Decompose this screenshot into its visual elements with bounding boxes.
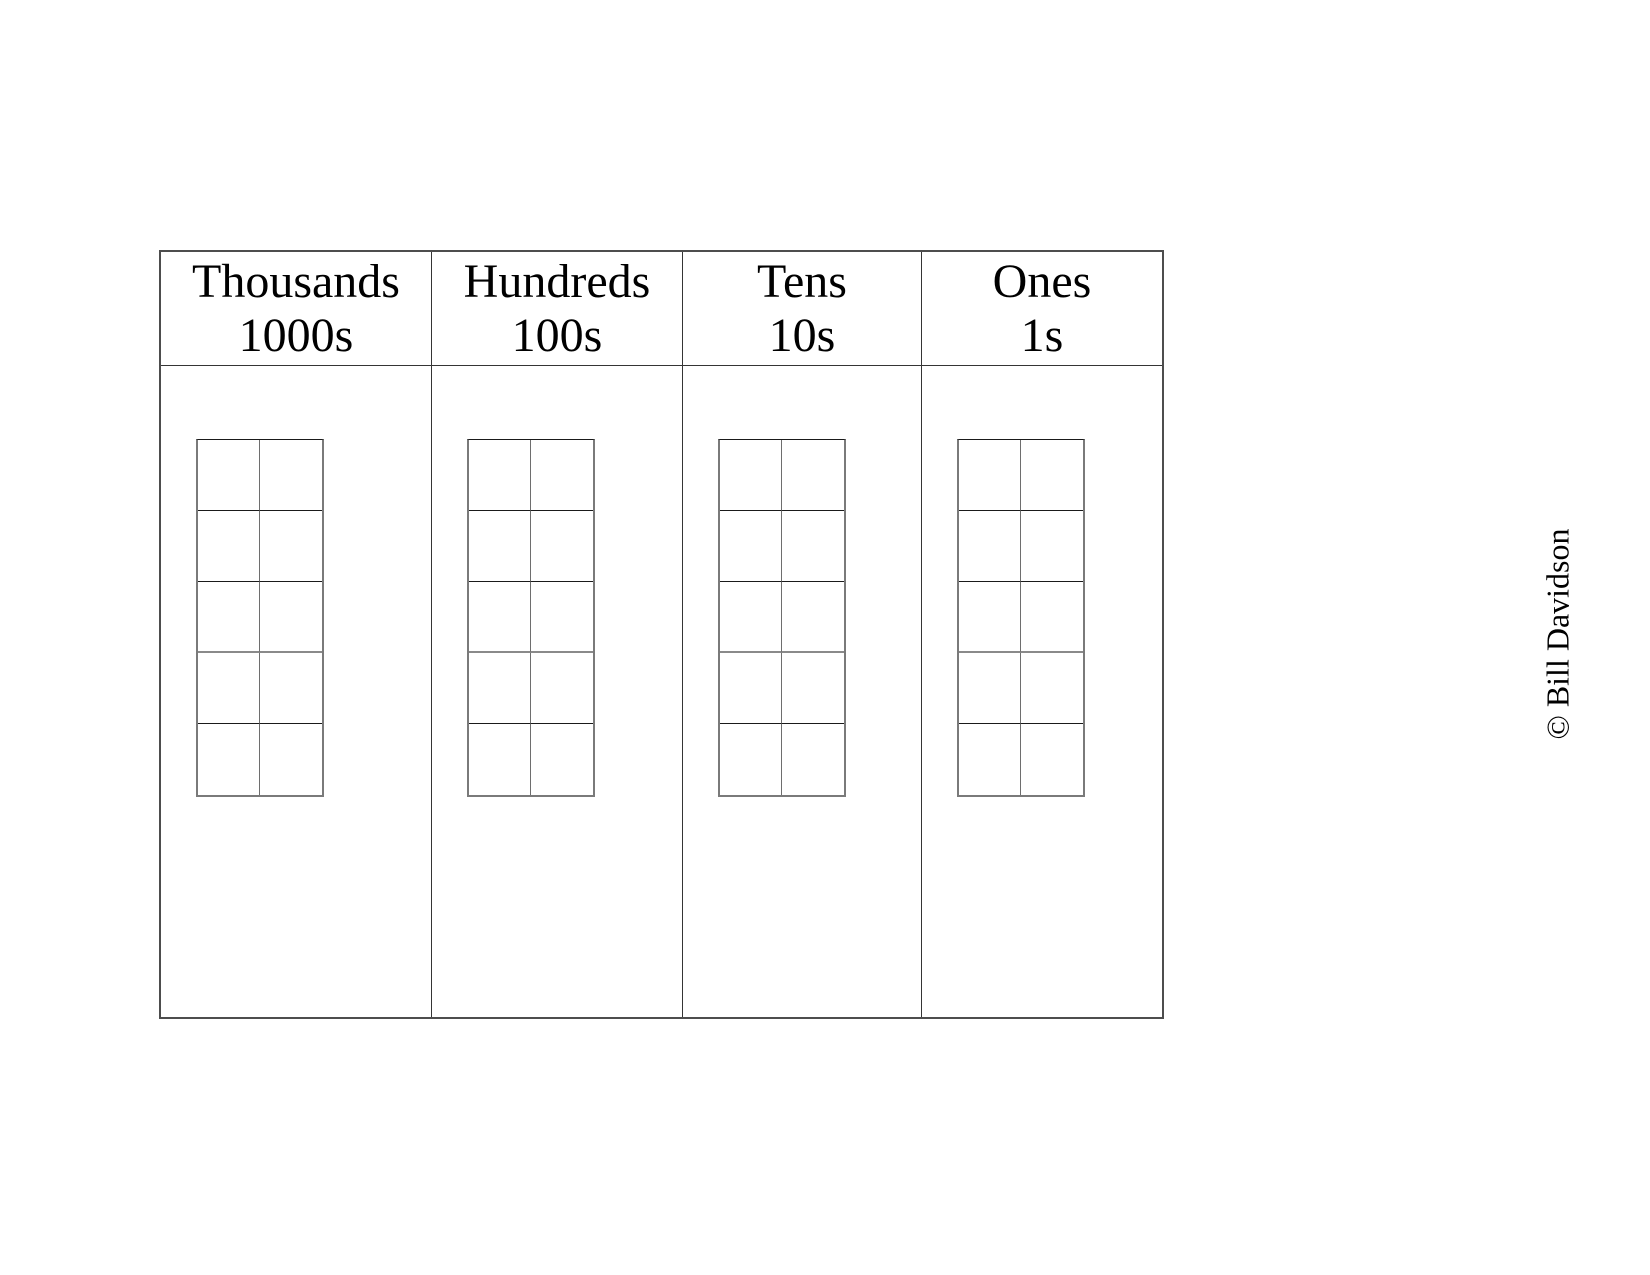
ten-frame-cell xyxy=(1021,653,1083,724)
ten-frame-cell xyxy=(720,653,782,724)
column-header-hundreds: Hundreds 100s xyxy=(432,252,682,366)
ten-frame-cell xyxy=(720,440,782,511)
column-body-thousands xyxy=(161,366,431,1017)
ten-frame-cell xyxy=(260,582,322,653)
ten-frame-cell xyxy=(782,582,844,653)
place-value-chart: Thousands 1000s Hundreds 100s Tens 10s xyxy=(159,250,1164,1019)
column-label: Ones xyxy=(992,254,1092,308)
ten-frame-cell xyxy=(469,724,531,795)
ten-frame-cell xyxy=(720,511,782,582)
ten-frame-cell xyxy=(260,440,322,511)
ten-frame-cell xyxy=(469,582,531,653)
ten-frame-ones xyxy=(957,439,1085,797)
ten-frame-cell xyxy=(198,653,260,724)
ten-frame-thousands xyxy=(196,439,324,797)
ten-frame-cell xyxy=(531,511,593,582)
ten-frame-cell xyxy=(959,653,1021,724)
ten-frame-cell xyxy=(720,724,782,795)
ten-frame-cell xyxy=(469,511,531,582)
column-sublabel: 1s xyxy=(1020,308,1064,362)
column-label: Hundreds xyxy=(463,254,651,308)
column-label: Thousands xyxy=(192,254,400,308)
ten-frame-cell xyxy=(260,653,322,724)
column-header-tens: Tens 10s xyxy=(683,252,921,366)
column-tens: Tens 10s xyxy=(682,252,921,1017)
ten-frame-cell xyxy=(198,582,260,653)
column-sublabel: 10s xyxy=(768,308,836,362)
ten-frame-cell xyxy=(1021,582,1083,653)
ten-frame-cell xyxy=(260,511,322,582)
column-body-tens xyxy=(683,366,921,1017)
ten-frame-hundreds xyxy=(467,439,595,797)
ten-frame-cell xyxy=(782,440,844,511)
copyright-text: © Bill Davidson xyxy=(1539,528,1576,740)
column-sublabel: 1000s xyxy=(238,308,354,362)
ten-frame-cell xyxy=(260,724,322,795)
column-ones: Ones 1s xyxy=(921,252,1162,1017)
ten-frame-cell xyxy=(782,511,844,582)
column-body-hundreds xyxy=(432,366,682,1017)
column-thousands: Thousands 1000s xyxy=(161,252,431,1017)
ten-frame-cell xyxy=(1021,511,1083,582)
ten-frame-cell xyxy=(469,440,531,511)
ten-frame-cell xyxy=(198,440,260,511)
ten-frame-tens xyxy=(718,439,846,797)
ten-frame-cell xyxy=(782,653,844,724)
ten-frame-cell xyxy=(782,724,844,795)
ten-frame-cell xyxy=(720,582,782,653)
column-hundreds: Hundreds 100s xyxy=(431,252,682,1017)
column-sublabel: 100s xyxy=(511,308,603,362)
ten-frame-cell xyxy=(198,724,260,795)
ten-frame-cell xyxy=(1021,724,1083,795)
ten-frame-cell xyxy=(959,511,1021,582)
column-header-thousands: Thousands 1000s xyxy=(161,252,431,366)
ten-frame-cell xyxy=(531,653,593,724)
ten-frame-cell xyxy=(1021,440,1083,511)
ten-frame-cell xyxy=(469,653,531,724)
ten-frame-cell xyxy=(531,440,593,511)
ten-frame-cell xyxy=(198,511,260,582)
ten-frame-cell xyxy=(959,440,1021,511)
ten-frame-cell xyxy=(531,582,593,653)
ten-frame-cell xyxy=(531,724,593,795)
ten-frame-cell xyxy=(959,724,1021,795)
column-body-ones xyxy=(922,366,1162,1017)
column-header-ones: Ones 1s xyxy=(922,252,1162,366)
column-label: Tens xyxy=(757,254,847,308)
ten-frame-cell xyxy=(959,582,1021,653)
